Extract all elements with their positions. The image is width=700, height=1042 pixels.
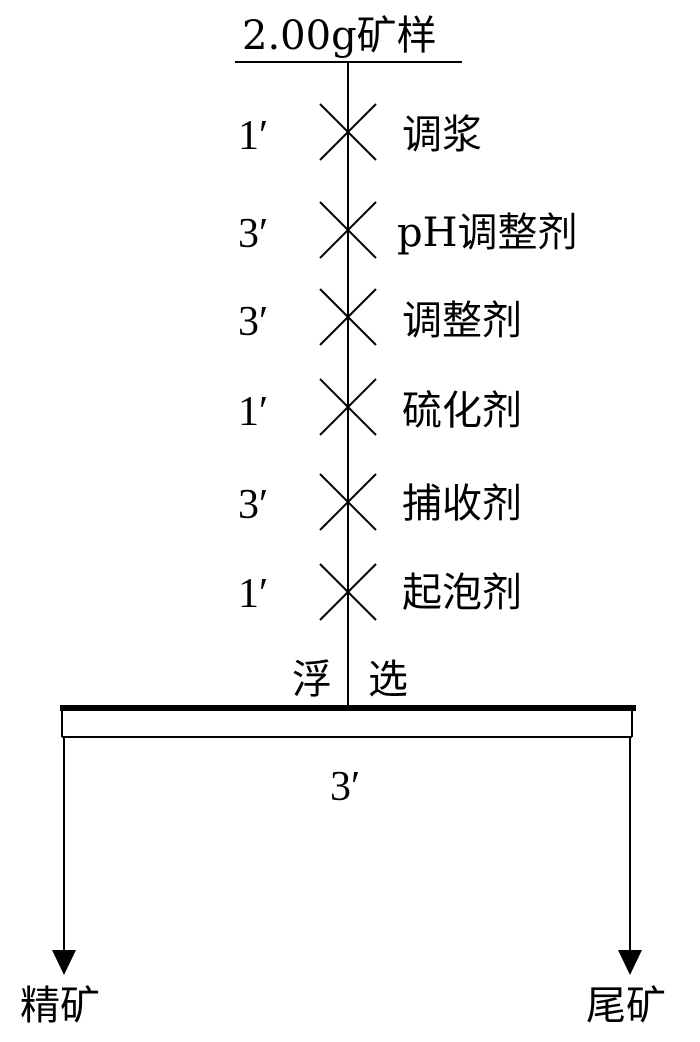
stage-6-reagent: 起泡剂 bbox=[402, 570, 522, 616]
sample-label: 2.00g矿样 bbox=[242, 13, 437, 59]
concentrate-arrowhead bbox=[52, 950, 76, 975]
stage-cross-1 bbox=[319, 103, 377, 161]
flotation-time: 3′ bbox=[330, 764, 361, 810]
stage-cross-5 bbox=[319, 473, 377, 531]
stage-1-time: 1′ bbox=[238, 113, 269, 159]
stage-5-time: 3′ bbox=[238, 482, 269, 528]
stage-cross-4 bbox=[319, 378, 377, 436]
stage-3-time: 3′ bbox=[238, 299, 269, 345]
stage-cross-6 bbox=[319, 563, 377, 621]
stage-5-reagent: 捕收剂 bbox=[402, 481, 522, 527]
stage-cross-2 bbox=[319, 201, 377, 259]
stage-2-time: 3′ bbox=[238, 211, 269, 257]
stage-6-time: 1′ bbox=[238, 571, 269, 617]
stage-cross-3 bbox=[319, 288, 377, 346]
stage-1-reagent: 调浆 bbox=[402, 112, 482, 158]
flotation-label-right: 选 bbox=[368, 657, 408, 703]
stage-4-time: 1′ bbox=[238, 389, 269, 435]
flotation-label-left: 浮 bbox=[292, 657, 332, 703]
tailings-arrowhead bbox=[618, 950, 642, 975]
stage-4-reagent: 硫化剂 bbox=[402, 388, 522, 434]
tailings-label: 尾矿 bbox=[586, 983, 666, 1029]
concentrate-label: 精矿 bbox=[20, 983, 100, 1029]
stage-3-reagent: 调整剂 bbox=[402, 298, 522, 344]
stage-2-reagent: pH调整剂 bbox=[397, 210, 578, 256]
